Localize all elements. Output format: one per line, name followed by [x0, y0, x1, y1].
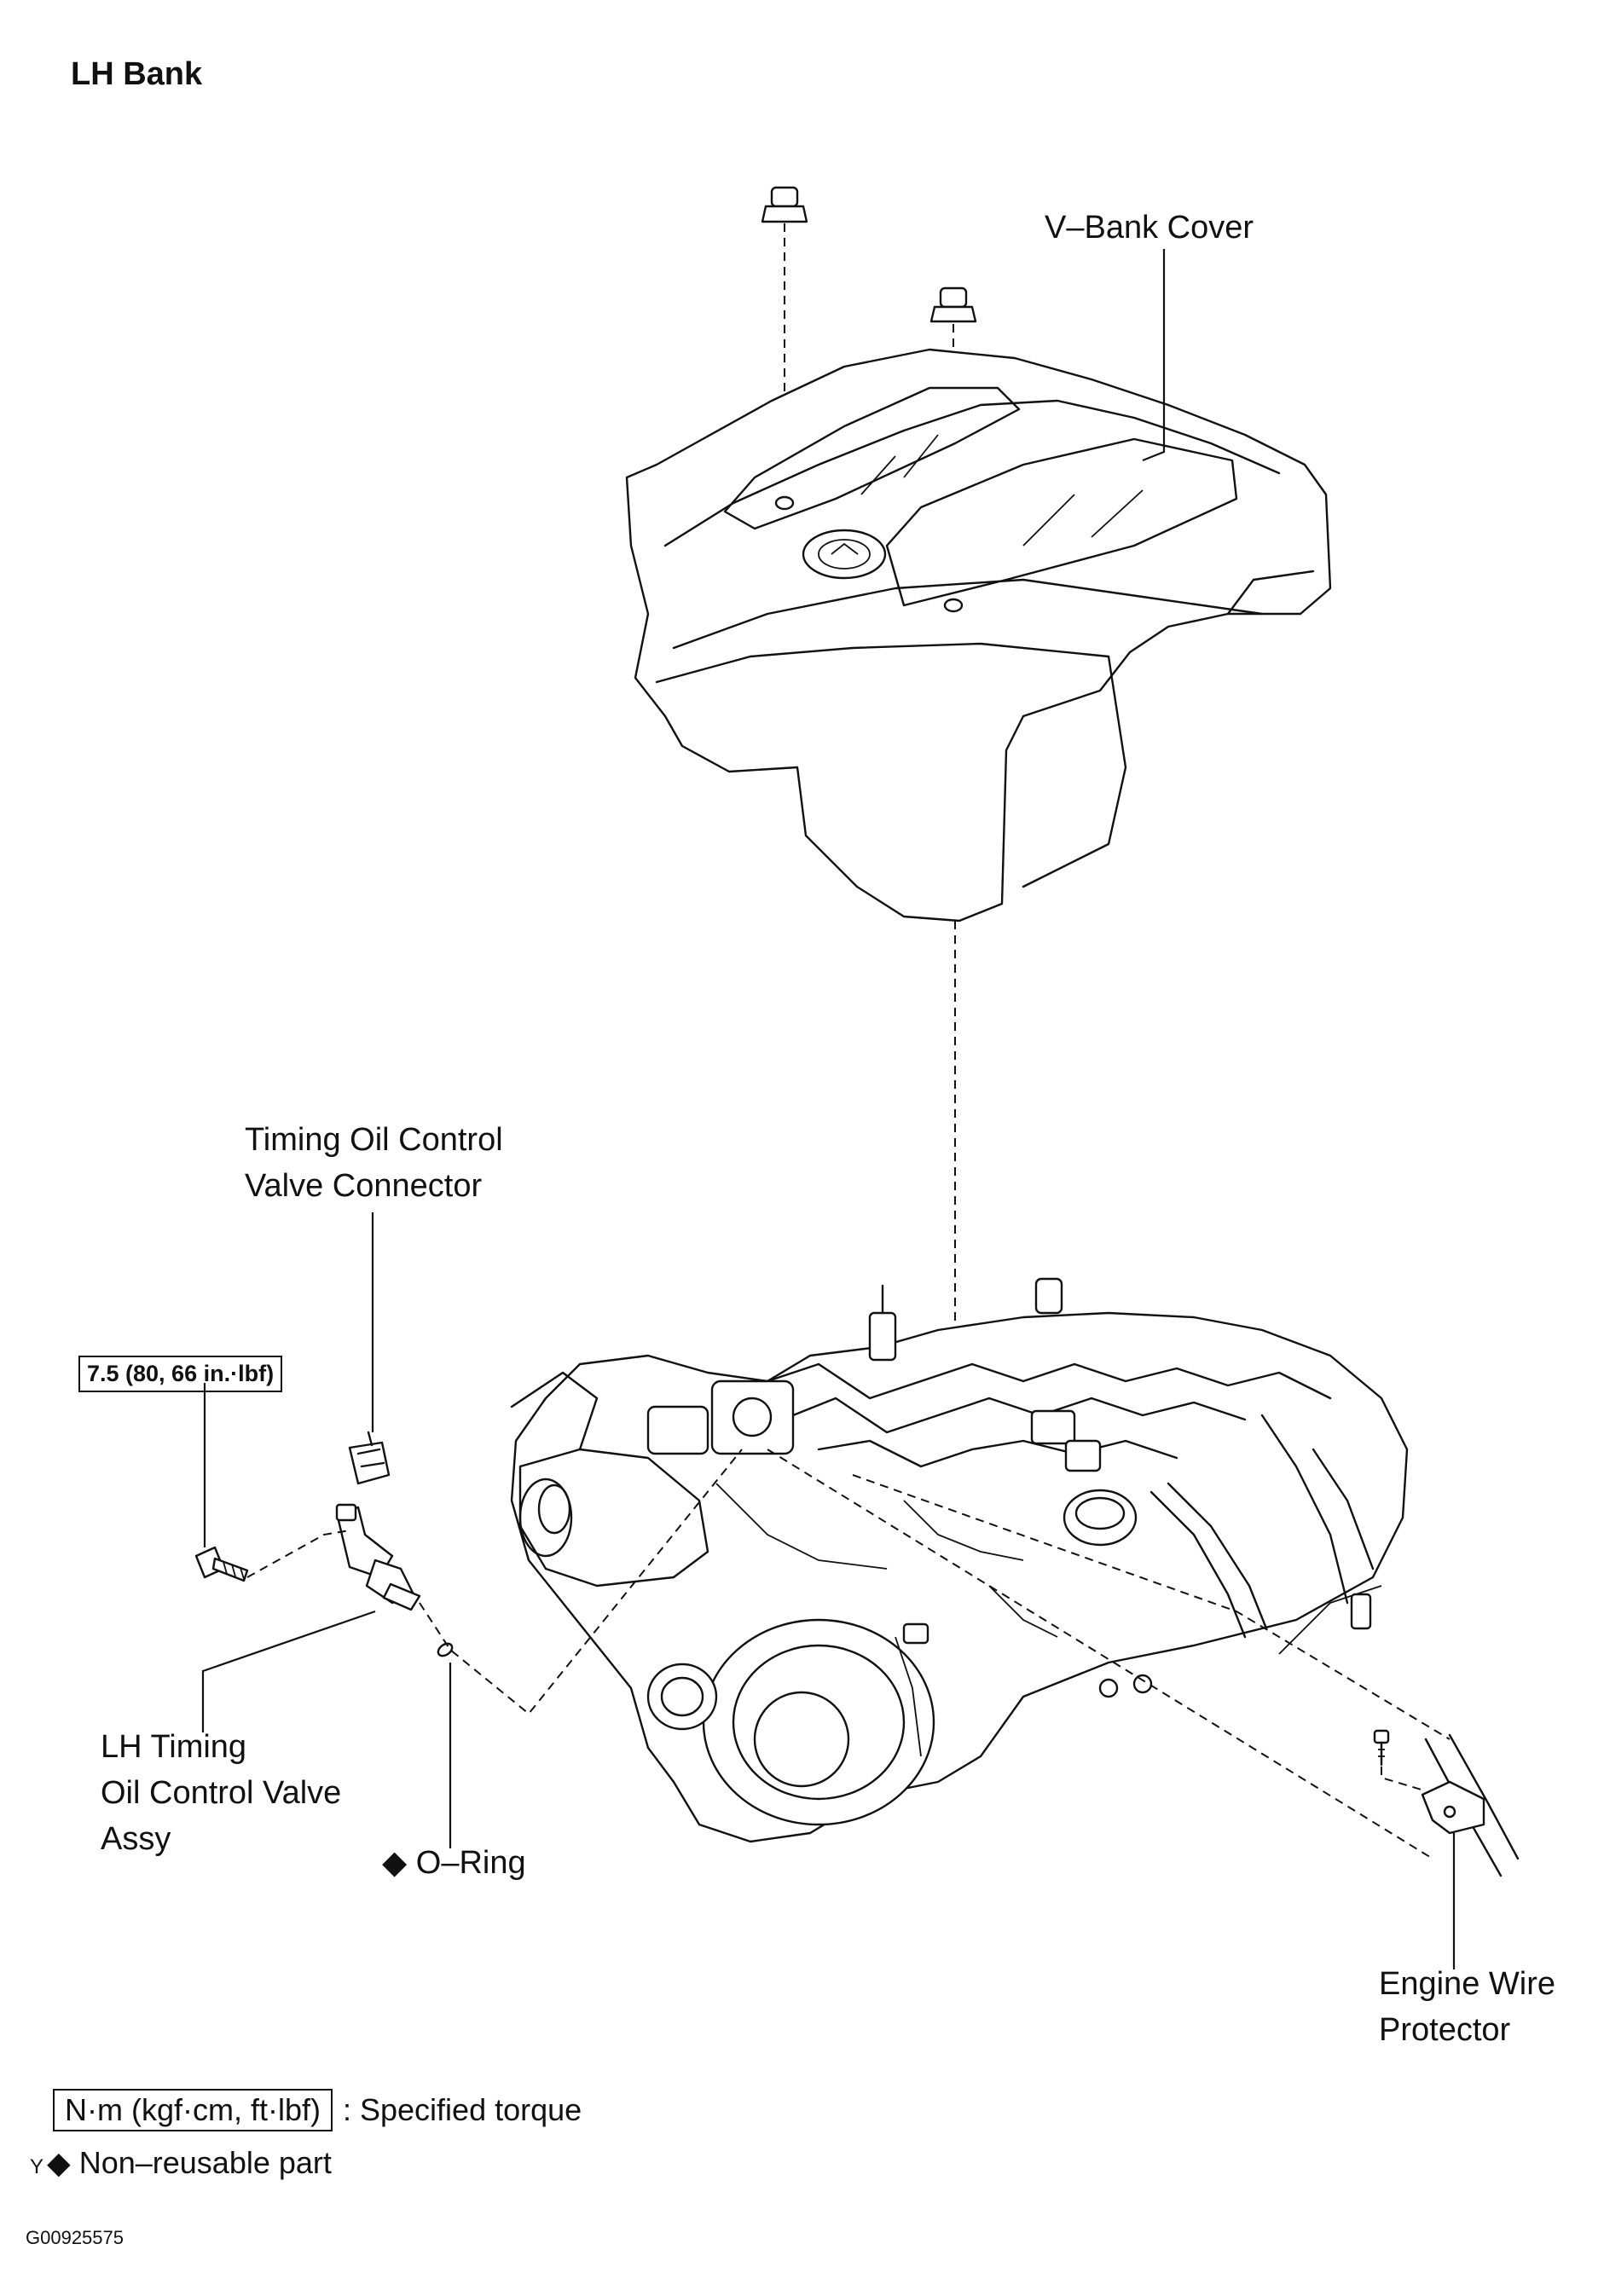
figure-code: G00925575	[26, 2227, 124, 2248]
install-line-protector-1	[852, 1474, 1451, 1740]
legend-nonreusable: Y ◆ Non–reusable part	[30, 2145, 332, 2181]
leader-lh-valve	[201, 1610, 376, 1732]
legend-torque-unit: N·m (kgf·cm, ft·lbf)	[53, 2089, 333, 2131]
torque-spec-box: 7.5 (80, 66 in.·lbf)	[78, 1356, 283, 1392]
install-line-protector-bolt	[1381, 1767, 1425, 1791]
engine-wire-protector	[1421, 1733, 1520, 1877]
engine-assembly	[510, 1277, 1409, 1843]
o-ring	[437, 1642, 454, 1657]
legend-torque: N·m (kgf·cm, ft·lbf) : Specified torque	[53, 2089, 582, 2131]
timing-oil-control-valve-connector	[348, 1431, 391, 1485]
label-lh-valve: LH Timing Oil Control Valve Assy	[101, 1729, 342, 1857]
label-o-ring: ◆ O–Ring	[382, 1845, 526, 1881]
install-line-valve	[419, 1449, 743, 1715]
install-line-bolt	[246, 1530, 350, 1578]
wire-protector-bolt	[1373, 1729, 1390, 1767]
valve-bolt	[194, 1546, 249, 1582]
legend-nonreusable-text: ◆ Non–reusable part	[47, 2145, 332, 2180]
leader-v-bank-cover	[1142, 249, 1166, 462]
cover-nut-right	[929, 286, 977, 323]
page-title: LH Bank	[71, 56, 203, 92]
v-bank-cover	[625, 348, 1332, 922]
label-v-bank-cover: V–Bank Cover	[1045, 210, 1254, 246]
lh-timing-oil-control-valve	[335, 1503, 421, 1611]
legend-torque-desc: : Specified torque	[342, 2092, 582, 2127]
legend-small-mark: Y	[30, 2155, 44, 2178]
label-engine-wire: Engine Wire Protector	[1379, 1966, 1555, 2048]
label-timing-oil-connector: Timing Oil Control Valve Connector	[245, 1122, 503, 1204]
cover-nut-left	[761, 186, 808, 223]
